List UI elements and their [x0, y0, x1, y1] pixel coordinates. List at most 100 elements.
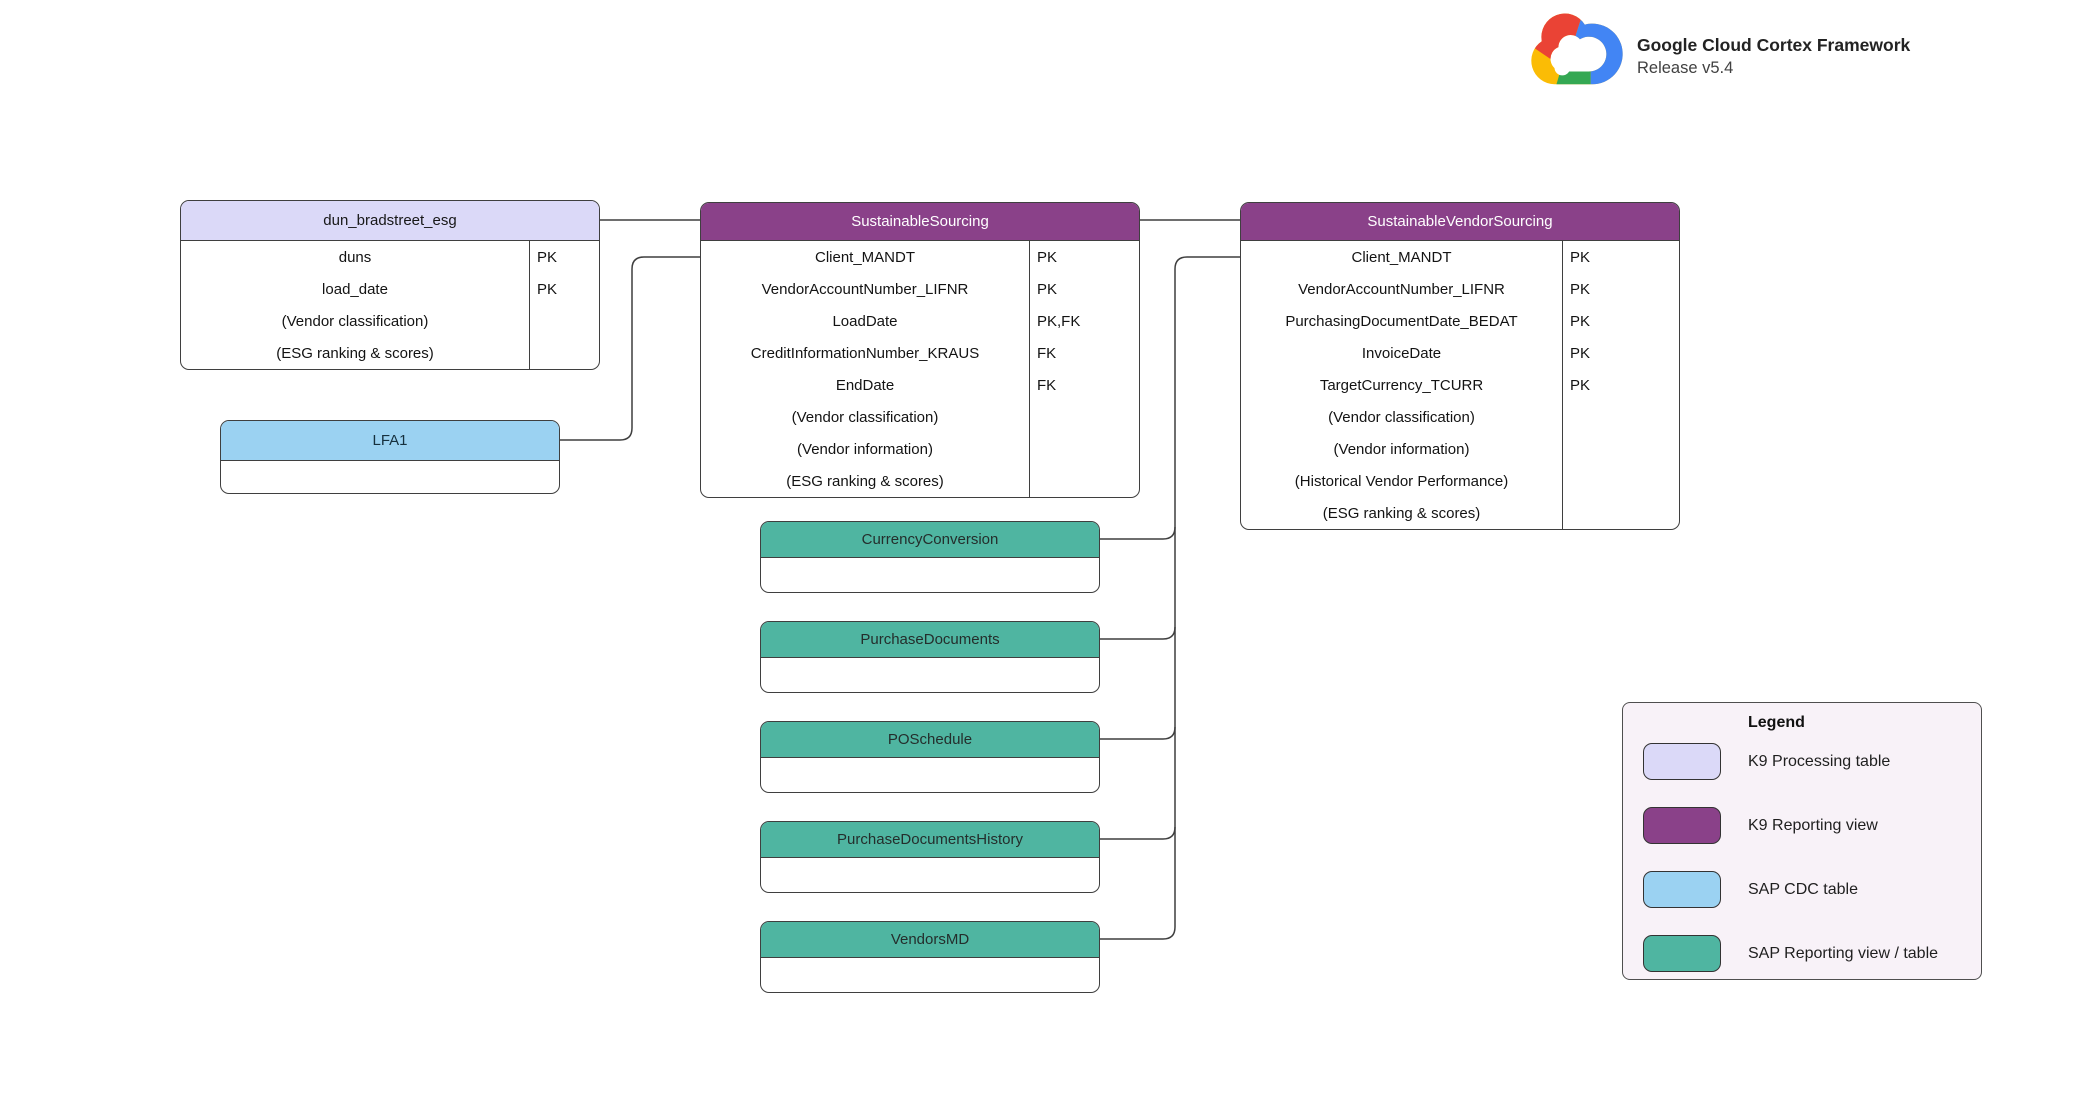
column-name-cell: (ESG ranking & scores)	[276, 344, 434, 362]
table-dun-bradstreet-esg: dun_bradstreet_esg duns PK load_date PK …	[180, 200, 600, 370]
key-cell	[1029, 465, 1139, 497]
legend-item-label: SAP CDC table	[1748, 881, 1858, 898]
column-name-cell: (ESG ranking & scores)	[786, 472, 944, 490]
edge-currencyconversion-to-trunk	[1100, 526, 1176, 540]
table-row: PurchasingDocumentDate_BEDAT PK	[1241, 305, 1679, 337]
legend: Legend K9 Processing table K9 Reporting …	[1622, 702, 1982, 980]
column-name-cell: duns	[338, 248, 372, 266]
key-cell	[1562, 433, 1679, 465]
edge-lfa1-to-sustainablesourcing	[560, 256, 700, 441]
edge-vendorsmd-to-sustainablevendorsourcing	[1100, 256, 1240, 940]
table-row: LoadDate PK,FK	[701, 305, 1139, 337]
legend-item: K9 Processing table	[1623, 743, 1981, 780]
legend-item-label: K9 Reporting view	[1748, 817, 1878, 834]
key-cell	[1029, 401, 1139, 433]
column-name-cell: TargetCurrency_TCURR	[1319, 376, 1484, 394]
key-cell: FK	[1029, 337, 1139, 369]
table-header: SustainableSourcing	[701, 203, 1139, 241]
table-row: load_date PK	[181, 273, 599, 305]
table-row: TargetCurrency_TCURR PK	[1241, 369, 1679, 401]
key-cell: PK	[1029, 241, 1139, 273]
legend-item: SAP Reporting view / table	[1623, 935, 1981, 972]
table-row: InvoiceDate PK	[1241, 337, 1679, 369]
table-sustainablesourcing: SustainableSourcing Client_MANDT PK Vend…	[700, 202, 1140, 498]
table-purchasedocumentshistory: PurchaseDocumentsHistory	[760, 821, 1100, 893]
empty-body	[761, 858, 1099, 892]
brand-subtitle: Release v5.4	[1637, 59, 1734, 77]
empty-body	[761, 658, 1099, 692]
legend-item: SAP CDC table	[1623, 871, 1981, 908]
column-name-cell: Client_MANDT	[1351, 248, 1452, 266]
table-row: VendorAccountNumber_LIFNR PK	[1241, 273, 1679, 305]
sap-reporting-view-table-swatch	[1643, 935, 1721, 972]
table-header: dun_bradstreet_esg	[181, 201, 599, 241]
key-cell: PK	[1562, 305, 1679, 337]
key-cell: PK	[1562, 273, 1679, 305]
key-cell	[1562, 497, 1679, 529]
column-name-cell: (Vendor classification)	[791, 408, 939, 426]
table-row: duns PK	[181, 241, 599, 273]
table-row: (Vendor information)	[701, 433, 1139, 465]
brand-title: Google Cloud Cortex Framework	[1637, 35, 1911, 55]
column-name-cell: Client_MANDT	[814, 248, 916, 266]
key-cell: PK	[529, 273, 599, 305]
column-name-cell: (Vendor information)	[797, 440, 933, 458]
column-name-cell: CreditInformationNumber_KRAUS	[750, 344, 980, 362]
table-row: Client_MANDT PK	[1241, 241, 1679, 273]
table-sustainablevendorsourcing: SustainableVendorSourcing Client_MANDT P…	[1240, 202, 1680, 530]
column-name-cell: (Vendor classification)	[1328, 408, 1475, 426]
column-name-cell: LoadDate	[832, 312, 898, 330]
key-cell: FK	[1029, 369, 1139, 401]
edge-poschedule-to-trunk	[1100, 726, 1176, 740]
table-row: (Historical Vendor Performance)	[1241, 465, 1679, 497]
column-name-cell: (Vendor classification)	[281, 312, 429, 330]
table-header: LFA1	[221, 421, 559, 461]
k9-reporting-view-swatch	[1643, 807, 1721, 844]
key-cell	[529, 337, 599, 369]
key-cell	[529, 305, 599, 337]
table-row: Client_MANDT PK	[701, 241, 1139, 273]
key-cell: PK	[1562, 337, 1679, 369]
column-name-cell: (ESG ranking & scores)	[1322, 504, 1481, 522]
table-header: CurrencyConversion	[761, 522, 1099, 558]
column-name-cell: InvoiceDate	[1361, 344, 1442, 362]
k9-processing-table-swatch	[1643, 743, 1721, 780]
edge-purchasedocuments-to-trunk	[1100, 626, 1176, 640]
table-row: (ESG ranking & scores)	[181, 337, 599, 369]
table-row: EndDate FK	[701, 369, 1139, 401]
column-name-cell: (Vendor information)	[1333, 440, 1470, 458]
legend-item-label: K9 Processing table	[1748, 753, 1891, 770]
empty-body	[761, 958, 1099, 992]
table-poschedule: POSchedule	[760, 721, 1100, 793]
table-row: VendorAccountNumber_LIFNR PK	[701, 273, 1139, 305]
google-cloud-logo-icon	[1531, 13, 1623, 85]
column-name-cell: EndDate	[835, 376, 895, 394]
table-purchasedocuments: PurchaseDocuments	[760, 621, 1100, 693]
legend-title: Legend	[1748, 714, 1805, 731]
legend-item-label: SAP Reporting view / table	[1748, 945, 1939, 962]
key-cell: PK,FK	[1029, 305, 1139, 337]
key-cell	[1562, 401, 1679, 433]
table-row: (ESG ranking & scores)	[701, 465, 1139, 497]
table-vendorsmd: VendorsMD	[760, 921, 1100, 993]
column-name-cell: PurchasingDocumentDate_BEDAT	[1285, 312, 1518, 330]
table-row: (Vendor classification)	[1241, 401, 1679, 433]
table-header: SustainableVendorSourcing	[1241, 203, 1679, 241]
table-header: PurchaseDocuments	[761, 622, 1099, 658]
key-cell	[1562, 465, 1679, 497]
table-row: (Vendor classification)	[701, 401, 1139, 433]
table-row: CreditInformationNumber_KRAUS FK	[701, 337, 1139, 369]
table-lfa1: LFA1	[220, 420, 560, 494]
column-name-cell: VendorAccountNumber_LIFNR	[761, 280, 969, 298]
key-cell: PK	[1029, 273, 1139, 305]
table-header: POSchedule	[761, 722, 1099, 758]
table-header: VendorsMD	[761, 922, 1099, 958]
sap-cdc-table-swatch	[1643, 871, 1721, 908]
column-name-cell: VendorAccountNumber_LIFNR	[1298, 280, 1505, 298]
column-name-cell: (Historical Vendor Performance)	[1294, 472, 1509, 490]
table-header: PurchaseDocumentsHistory	[761, 822, 1099, 858]
empty-body	[761, 558, 1099, 592]
key-cell: PK	[1562, 369, 1679, 401]
